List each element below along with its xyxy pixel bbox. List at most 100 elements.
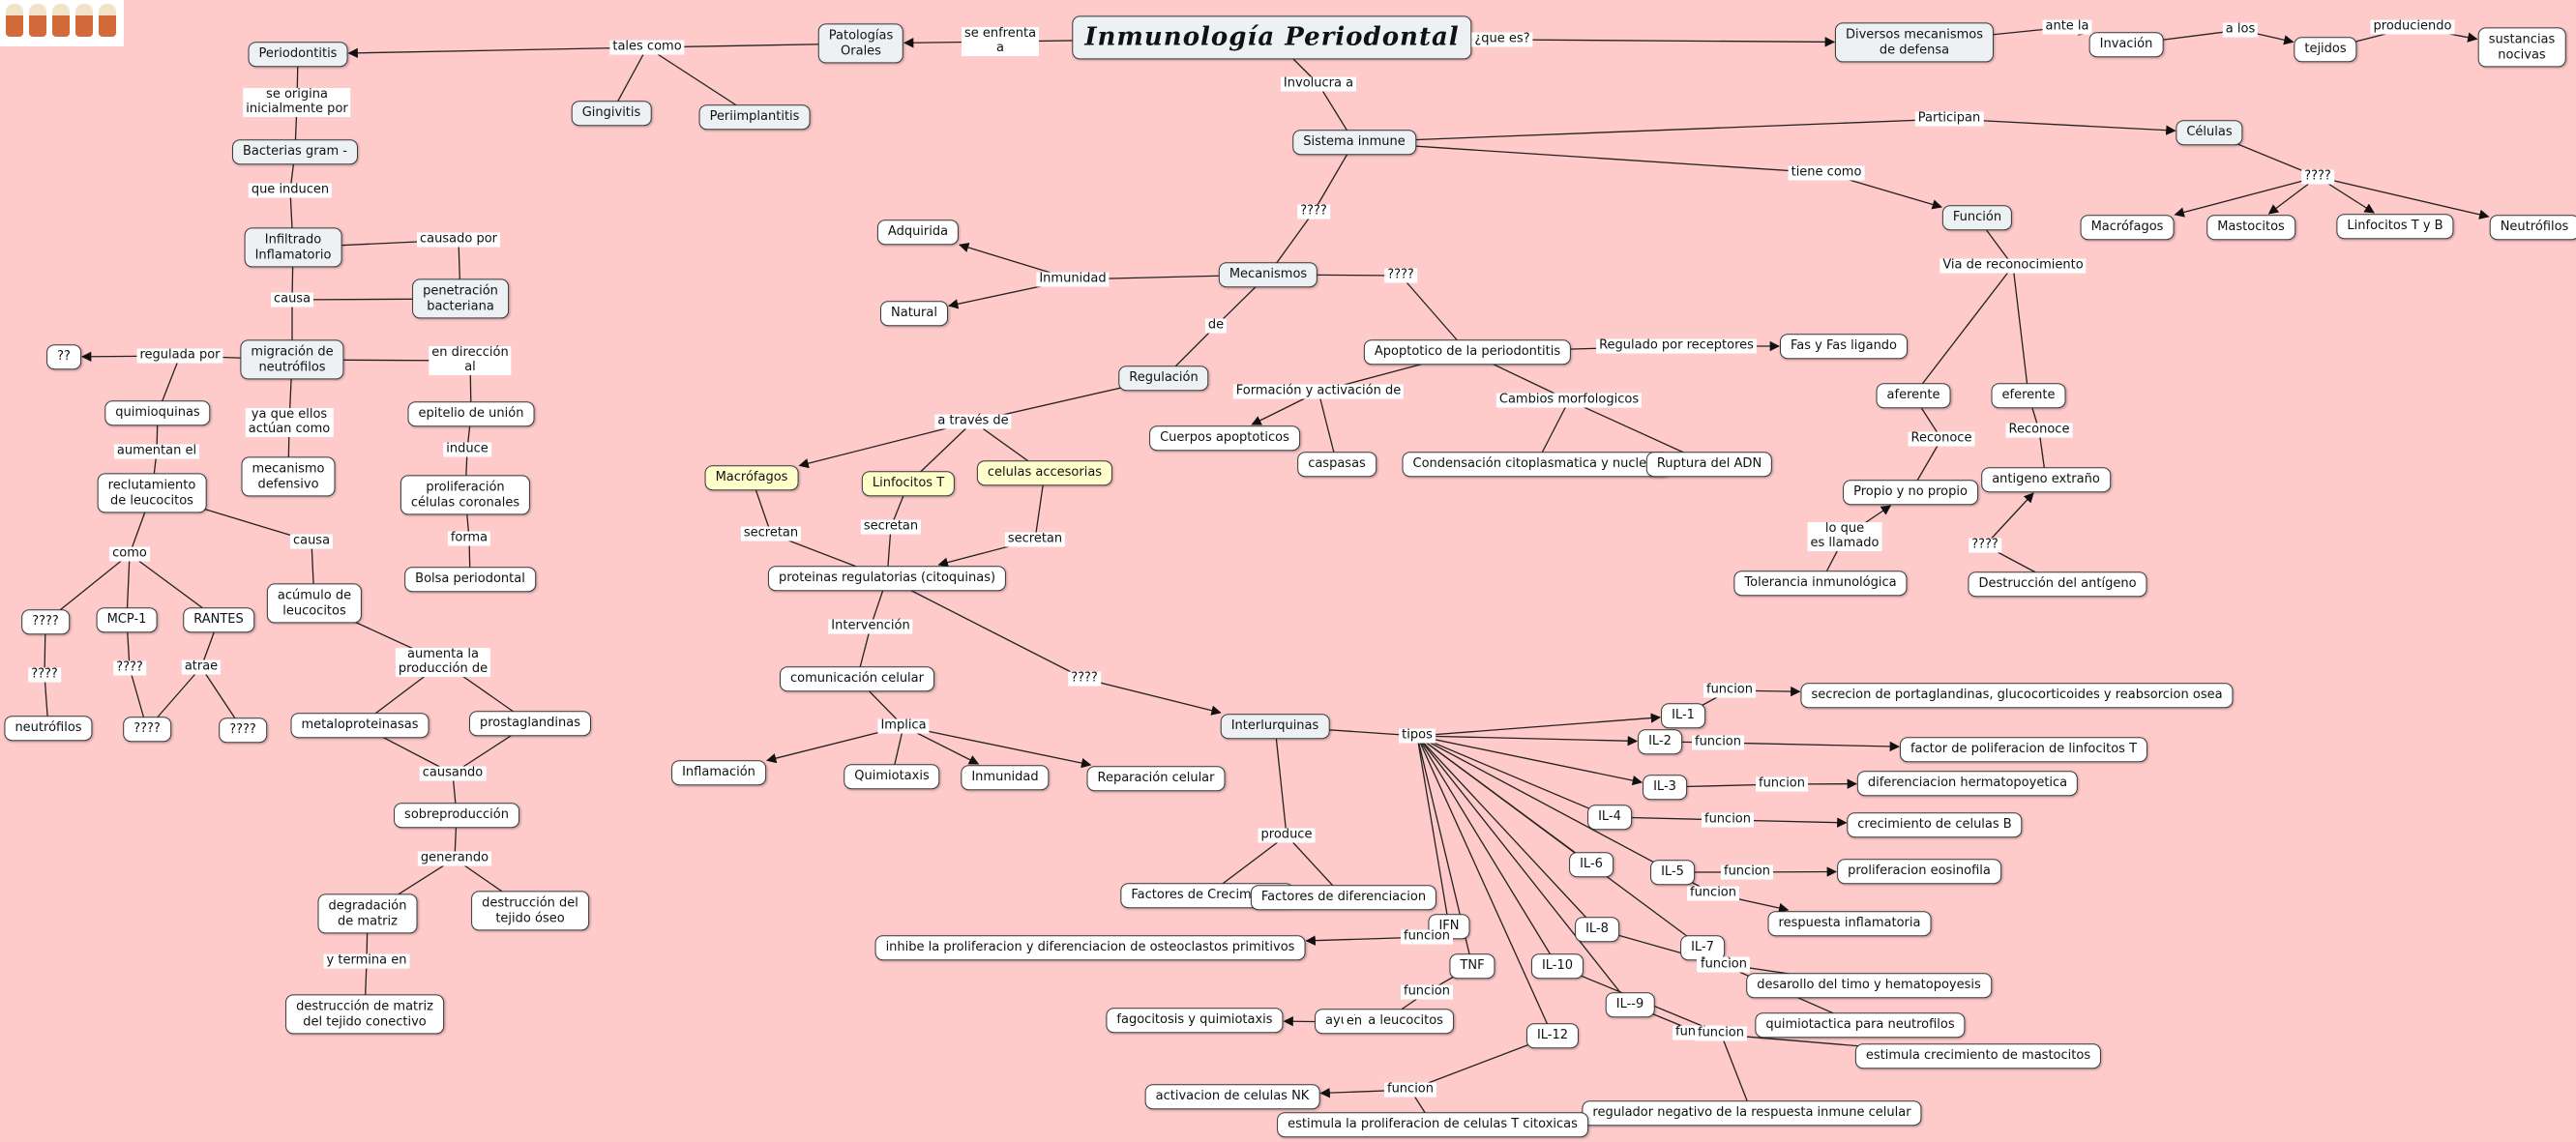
concept-dif-hemato[interactable]: diferenciacion hermatopoyetica	[1856, 771, 2079, 796]
concept-tnf[interactable]: TNF	[1449, 953, 1495, 979]
concept-quimiotactica[interactable]: quimiotactica para neutrofilos	[1755, 1012, 1966, 1038]
concept-inflamacion[interactable]: Inflamación	[671, 760, 766, 785]
link-label-en: en	[1343, 1014, 1366, 1030]
concept-reparacion[interactable]: Reparación celular	[1086, 766, 1226, 791]
concept-mecanismo[interactable]: mecanismo defensivo	[241, 456, 336, 497]
concept-inmunologia[interactable]: Inmunología Periodontal	[1072, 15, 1472, 60]
concept-il8[interactable]: IL-8	[1575, 917, 1619, 942]
link-label-en-direccion: en dirección al	[429, 345, 512, 375]
concept-reclutamiento[interactable]: reclutamiento de leucocitos	[97, 473, 207, 513]
concept-regulacion[interactable]: Regulación	[1118, 366, 1209, 391]
concept-neutrofilos-r[interactable]: Neutrófilos	[2489, 215, 2576, 240]
concept-eferente[interactable]: eferente	[1991, 383, 2066, 408]
concept-rantes[interactable]: RANTES	[183, 607, 254, 632]
concept-regulador[interactable]: regulador negativo de la respuesta inmun…	[1582, 1100, 1922, 1126]
concept-tejidos[interactable]: tejidos	[2294, 37, 2357, 62]
concept-factores-dif[interactable]: Factores de diferenciacion	[1250, 885, 1437, 910]
concept-destruccion-oseo[interactable]: destrucción del tejido óseo	[471, 891, 589, 931]
concept-il5[interactable]: IL-5	[1650, 860, 1695, 885]
concept-qq[interactable]: ??	[46, 344, 81, 369]
concept-destruccion-matriz[interactable]: destrucción de matriz del tejido conecti…	[285, 994, 444, 1035]
link-label-regulado-por: Regulado por receptores	[1596, 338, 1757, 354]
concept-neutrofilos-left[interactable]: neutrófilos	[4, 716, 93, 741]
concept-il3[interactable]: IL-3	[1643, 775, 1687, 800]
concept-il12[interactable]: IL-12	[1525, 1023, 1580, 1048]
concept-sistema[interactable]: Sistema inmune	[1292, 130, 1416, 155]
concept-q4-como[interactable]: ????	[21, 609, 70, 634]
concept-resp-inflam[interactable]: respuesta inflamatoria	[1767, 911, 1932, 936]
concept-destruccion-antigeno[interactable]: Destrucción del antígeno	[1968, 571, 2147, 597]
concept-invacion[interactable]: Invación	[2088, 32, 2164, 57]
concept-desarollo[interactable]: desarollo del timo y hematopoyesis	[1746, 973, 1992, 998]
concept-infiltrado[interactable]: Infiltrado Inflamatorio	[244, 227, 342, 268]
link-label-via: Via de reconocimiento	[1939, 258, 2087, 274]
concept-prolif-eos[interactable]: proliferacion eosinofila	[1837, 859, 2001, 884]
concept-periimplantitis[interactable]: Periimplantitis	[698, 104, 811, 130]
concept-mecanismos[interactable]: Mecanismos	[1218, 262, 1318, 287]
concept-proteinas[interactable]: proteinas regulatorias (citoquinas)	[767, 566, 1007, 591]
concept-condensacion[interactable]: Condensación citoplasmatica y nuclear	[1402, 452, 1671, 477]
concept-funcion[interactable]: Función	[1941, 205, 2013, 230]
concept-comunicacion[interactable]: comunicación celular	[780, 666, 934, 691]
concept-macrofagos-r[interactable]: Macrófagos	[2080, 215, 2175, 240]
concept-propio[interactable]: Propio y no propio	[1843, 480, 1978, 505]
concept-patologias[interactable]: Patologías Orales	[817, 23, 904, 64]
concept-penetracion[interactable]: penetración bacteriana	[412, 278, 509, 319]
concept-quimioquinas[interactable]: quimioquinas	[104, 400, 211, 425]
concept-fagocitosis[interactable]: fagocitosis y quimiotaxis	[1106, 1008, 1284, 1033]
concept-mcp1[interactable]: MCP-1	[96, 607, 158, 632]
concept-fas[interactable]: Fas y Fas ligando	[1779, 334, 1909, 359]
concept-q4-mcp[interactable]: ????	[123, 717, 171, 742]
concept-tolerancia[interactable]: Tolerancia inmunológica	[1733, 571, 1908, 596]
concept-il1[interactable]: IL-1	[1661, 703, 1705, 728]
concept-il2[interactable]: IL-2	[1638, 729, 1682, 754]
concept-il4[interactable]: IL-4	[1587, 805, 1632, 830]
concept-diversos[interactable]: Diversos mecanismos de defensa	[1834, 22, 1995, 63]
concept-proliferacion-cel[interactable]: proliferación células coronales	[400, 475, 531, 515]
concept-quimiotaxis[interactable]: Quimiotaxis	[844, 764, 940, 789]
concept-adquirida[interactable]: Adquirida	[876, 220, 960, 245]
concept-sustancias[interactable]: sustancias nocivas	[2477, 27, 2566, 68]
concept-prostaglandinas[interactable]: prostaglandinas	[468, 711, 592, 736]
concept-migracion[interactable]: migración de neutrófilos	[240, 339, 344, 380]
concept-metaloproteinasas[interactable]: metaloproteinasas	[290, 713, 429, 738]
concept-celulas-acc[interactable]: celulas accesorias	[976, 460, 1113, 485]
concept-bolsa[interactable]: Bolsa periodontal	[404, 567, 536, 592]
concept-mastocitos[interactable]: Mastocitos	[2206, 215, 2295, 240]
concept-sec-portag[interactable]: secrecion de portaglandinas, glucocortic…	[1800, 683, 2234, 708]
concept-linfocitos-tb[interactable]: Linfocitos T y B	[2336, 214, 2454, 239]
concept-estimula-mast[interactable]: estimula crecimiento de mastocitos	[1854, 1043, 2102, 1069]
concept-crec-b[interactable]: crecimiento de celulas B	[1847, 812, 2023, 837]
link-label-funcion5: funcion	[1720, 864, 1774, 880]
concept-gingivitis[interactable]: Gingivitis	[571, 101, 652, 126]
edge-tipos-to-il12	[1416, 735, 1554, 1037]
concept-inhibe[interactable]: inhibe la proliferacion y diferenciacion…	[874, 935, 1306, 960]
concept-q4-rantes[interactable]: ????	[219, 717, 267, 743]
concept-interleuquinas[interactable]: Interlurquinas	[1220, 714, 1330, 739]
concept-natural[interactable]: Natural	[880, 301, 948, 326]
concept-il10[interactable]: IL-10	[1530, 953, 1584, 979]
concept-bacterias[interactable]: Bacterias gram -	[231, 139, 359, 164]
concept-ruptura[interactable]: Ruptura del ADN	[1645, 452, 1773, 477]
concept-apoptotico[interactable]: Apoptotico de la periodontitis	[1363, 339, 1572, 365]
concept-ayuda[interactable]: ayuda a leucocitos	[1315, 1009, 1454, 1034]
concept-antigeno[interactable]: antigeno extraño	[1981, 467, 2111, 492]
concept-il9[interactable]: IL--9	[1605, 992, 1655, 1017]
concept-periodontitis[interactable]: Periodontitis	[248, 42, 348, 67]
concept-inmunidad[interactable]: Inmunidad	[961, 765, 1050, 790]
concept-acumulo[interactable]: acúmulo de leucocitos	[266, 583, 363, 624]
concept-sobreproduccion[interactable]: sobreproducción	[394, 803, 519, 828]
concept-estimula-t[interactable]: estimula la proliferacion de celulas T c…	[1277, 1112, 1588, 1137]
concept-celulas[interactable]: Células	[2176, 120, 2243, 145]
concept-macrofagos-y[interactable]: Macrófagos	[704, 465, 799, 490]
concept-il6[interactable]: IL-6	[1569, 852, 1614, 877]
concept-linfocitos-t[interactable]: Linfocitos T	[861, 471, 956, 496]
concept-factor-prolif[interactable]: factor de poliferacion de linfocitos T	[1899, 737, 2148, 762]
concept-aferente[interactable]: aferente	[1876, 383, 1951, 408]
concept-epitelio[interactable]: epitelio de unión	[407, 401, 535, 426]
concept-cuerpos[interactable]: Cuerpos apoptoticos	[1149, 425, 1300, 451]
edge-tipos-to-il4	[1416, 735, 1611, 818]
concept-caspasas[interactable]: caspasas	[1297, 452, 1377, 477]
concept-degradacion[interactable]: degradación de matriz	[317, 893, 418, 934]
concept-activacion-nk[interactable]: activacion de celulas NK	[1144, 1084, 1320, 1109]
